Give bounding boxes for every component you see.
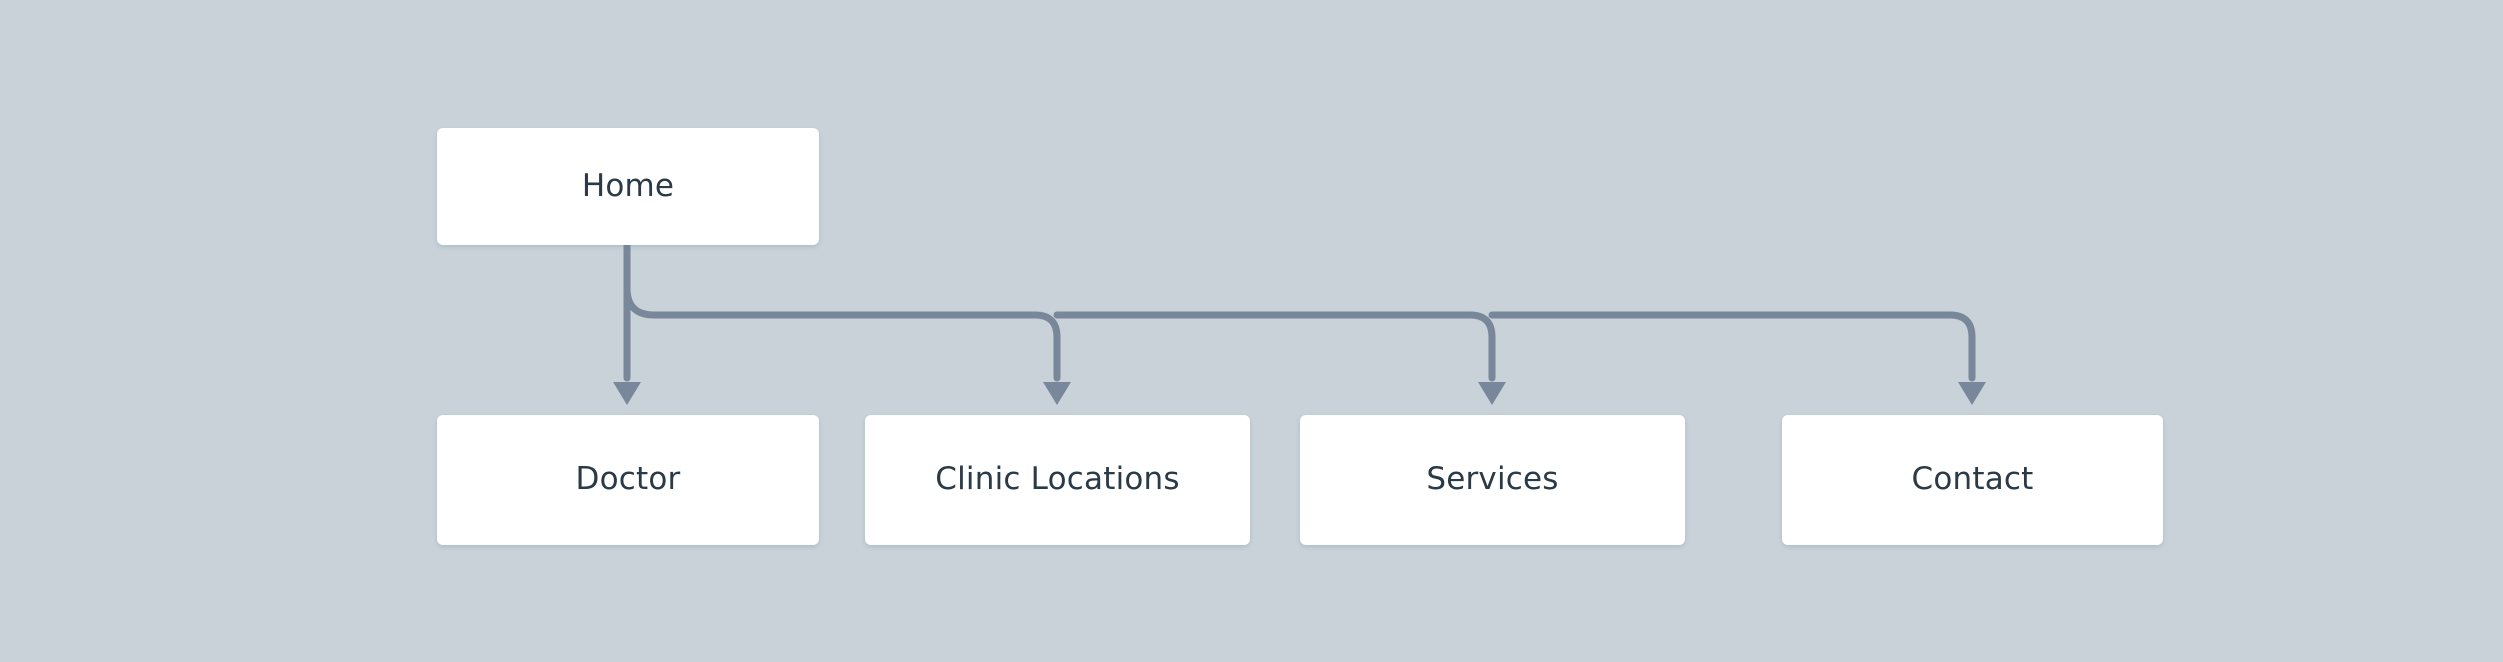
- node-doctor[interactable]: Doctor: [437, 415, 819, 545]
- node-clinic-locations[interactable]: Clinic Locations: [865, 415, 1250, 545]
- arrowhead-clinic-locations-icon: [1043, 382, 1071, 405]
- node-services[interactable]: Services: [1300, 415, 1685, 545]
- edge-home-to-services: [1053, 311, 1496, 382]
- arrowhead-services-icon: [1478, 382, 1506, 405]
- edge-home-to-clinic-locations: [623, 284, 1061, 382]
- node-clinic-locations-label: Clinic Locations: [935, 461, 1180, 498]
- node-contact[interactable]: Contact: [1782, 415, 2163, 545]
- arrowhead-contact-icon: [1958, 382, 1986, 405]
- arrowhead-doctor-icon: [613, 382, 641, 405]
- edge-home-to-contact: [1488, 311, 1976, 382]
- node-home-label: Home: [581, 167, 675, 204]
- node-contact-label: Contact: [1911, 461, 2034, 498]
- node-home[interactable]: Home: [437, 128, 819, 245]
- node-doctor-label: Doctor: [575, 461, 681, 498]
- node-services-label: Services: [1426, 461, 1559, 498]
